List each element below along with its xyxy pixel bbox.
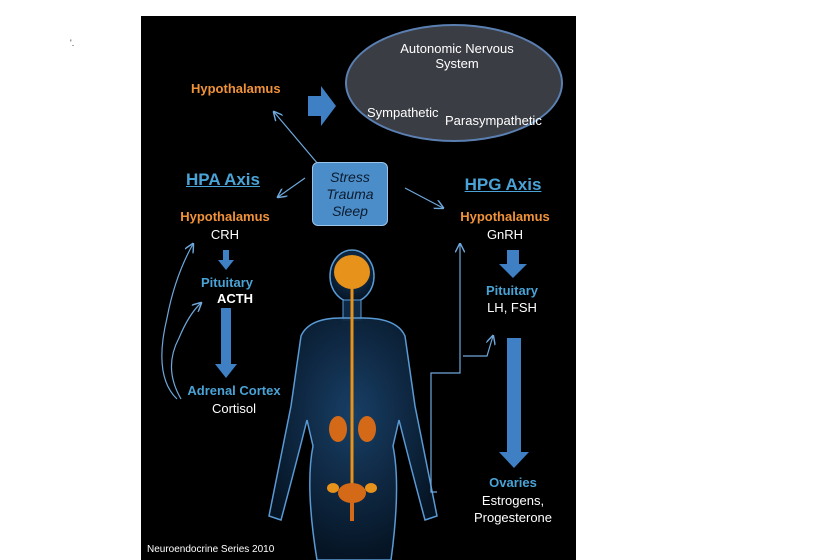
hpg-arrow-2 [499, 338, 529, 468]
ans-title-line2: System [435, 56, 479, 71]
arrow-stress-to-hpa [278, 177, 306, 197]
hpg-heading: HPG Axis [464, 175, 542, 194]
stress-line3: Sleep [332, 203, 368, 219]
ans-parasympathetic: Parasympathetic [445, 113, 542, 128]
body-figure [268, 249, 438, 560]
stress-box: Stress Trauma Sleep [312, 162, 388, 226]
hpa-adrenal-cortex: Adrenal Cortex [187, 383, 281, 398]
hpg-gnrh: GnRH [486, 227, 524, 242]
hpa-arrow-1 [218, 250, 234, 270]
hpg-lh-fsh: LH, FSH [487, 300, 537, 315]
hpg-hypothalamus: Hypothalamus [460, 209, 550, 224]
stress-line1: Stress [330, 169, 370, 185]
hpa-feedback-2 [170, 303, 201, 400]
diagram-panel: Autonomic Nervous System Sympathetic Par… [141, 16, 576, 560]
hpg-arrow-1 [499, 250, 527, 278]
hpa-crh: CRH [210, 227, 240, 242]
arrow-to-ans [308, 86, 336, 126]
hpg-estrogens: Estrogens, [481, 493, 545, 508]
hpg-ovaries: Ovaries [489, 475, 537, 490]
footer-credit: Neuroendocrine Series 2010 [147, 544, 275, 555]
hpg-pituitary: Pituitary [485, 283, 538, 298]
hpa-hypothalamus: Hypothalamus [180, 209, 270, 224]
hpa-acth: ACTH [216, 291, 254, 306]
top-hypothalamus: Hypothalamus [191, 81, 281, 96]
hpa-cortisol: Cortisol [211, 401, 257, 416]
ans-title-line1: Autonomic Nervous [400, 41, 514, 56]
hpg-feedback-1 [430, 244, 460, 493]
hpa-arrow-2 [215, 308, 237, 378]
ans-sympathetic: Sympathetic [367, 105, 439, 120]
hpa-heading: HPA Axis [185, 170, 260, 189]
hpg-feedback-2 [463, 336, 493, 357]
stray-mark: '. [70, 38, 75, 48]
hpa-pituitary: Pituitary [200, 275, 253, 290]
stress-line2: Trauma [326, 186, 374, 202]
arrow-stress-to-hypothalamus [274, 112, 319, 165]
hpg-progesterone: Progesterone [473, 510, 553, 525]
arrow-stress-to-hpg [404, 187, 443, 208]
ans-ellipse [345, 24, 563, 142]
hpa-feedback-1 [161, 244, 193, 400]
